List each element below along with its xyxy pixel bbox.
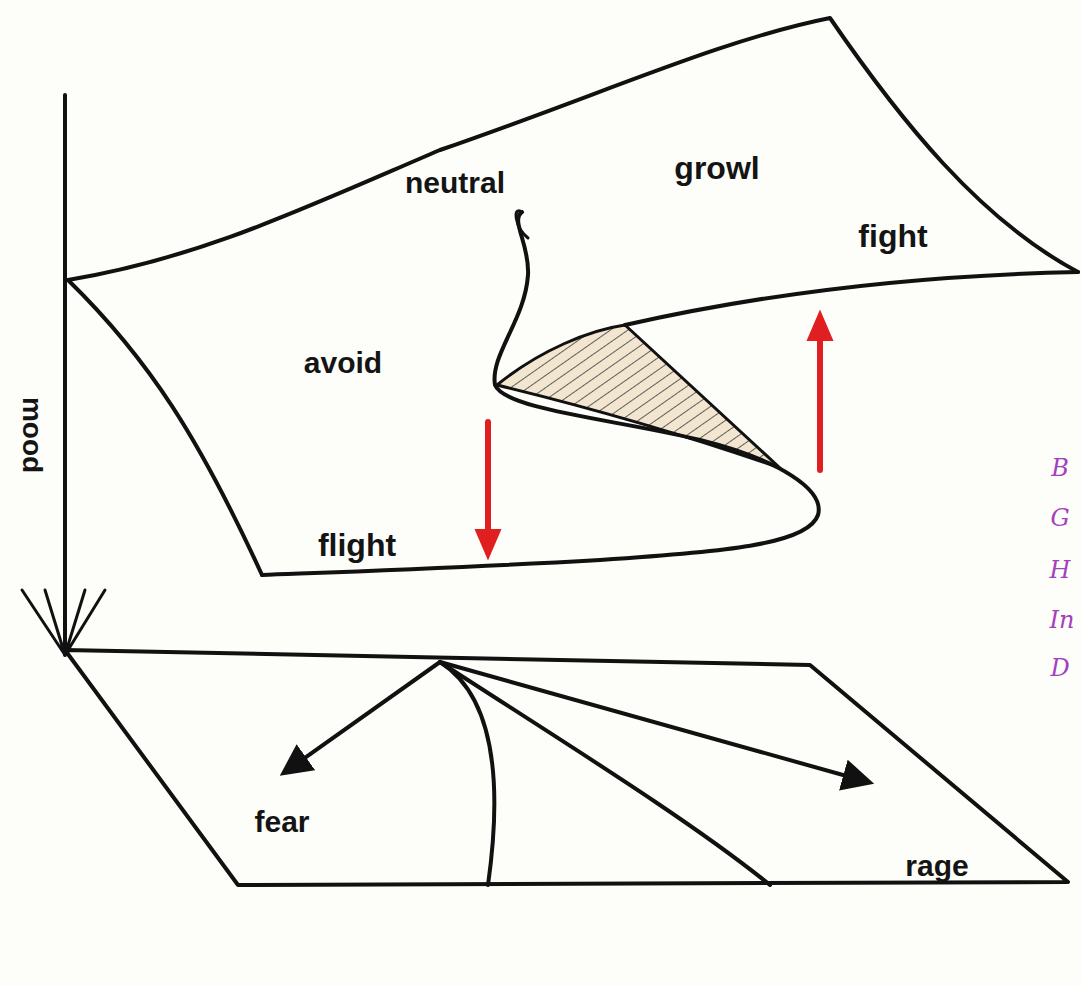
state-label: flight — [318, 527, 396, 564]
rage-arrow — [440, 662, 868, 782]
mood-axis — [63, 95, 67, 655]
control-plane — [65, 650, 1068, 885]
jump-arrow — [485, 422, 491, 535]
control-label: fear — [254, 805, 309, 839]
state-label: fight — [858, 218, 927, 255]
margin-note: D — [1050, 654, 1069, 682]
cusp-line — [440, 662, 770, 885]
hatched-fold — [497, 325, 780, 468]
jump-arrow — [817, 335, 823, 470]
margin-note: B — [1051, 454, 1069, 482]
jump-head — [476, 530, 500, 558]
axis-label: mood — [16, 397, 48, 473]
margin-note: H — [1050, 556, 1071, 584]
surface-edge — [68, 18, 1078, 280]
state-label: neutral — [405, 166, 505, 200]
fold-curl — [516, 211, 528, 238]
jump-head — [808, 312, 832, 340]
state-label: growl — [674, 150, 759, 187]
control-label: rage — [905, 849, 968, 883]
fold-edge — [625, 272, 1078, 325]
state-label: avoid — [304, 346, 382, 380]
surface-edge — [68, 280, 262, 575]
cusp-line — [440, 662, 494, 885]
margin-note: In — [1050, 606, 1075, 634]
axis-head — [22, 590, 105, 655]
fold-curve — [262, 212, 819, 575]
margin-note: G — [1050, 504, 1069, 532]
fear-arrow — [285, 662, 440, 772]
